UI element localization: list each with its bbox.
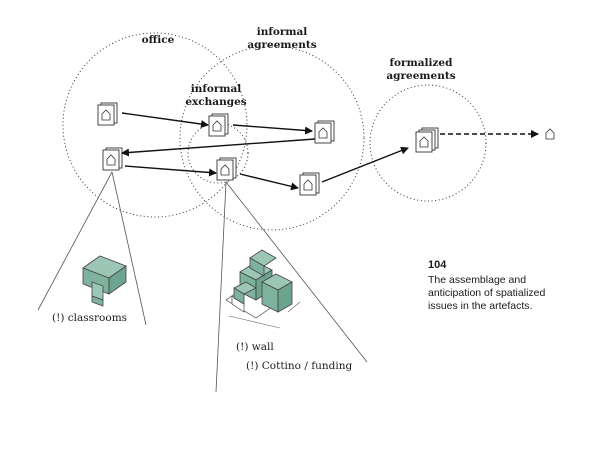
label-informal-agreements-line1: informal <box>257 26 308 38</box>
view-line-classrooms-left <box>37 171 113 311</box>
document-icon-office-top <box>98 103 117 125</box>
informal-agreements-circle <box>179 45 365 231</box>
figure-caption-line2: anticipation of spatialized <box>428 287 545 299</box>
document-icon-formalized <box>416 128 438 152</box>
arrow-agreement-back-to-office <box>121 138 316 157</box>
document-icon-agreement-top <box>315 121 334 143</box>
figure-caption-line1: The assemblage and <box>428 274 526 286</box>
office-circle <box>62 32 248 218</box>
view-line-wall-left <box>215 181 227 393</box>
label-informal-exchanges-line2: exchanges <box>185 96 246 108</box>
wall-site-drawing <box>225 249 301 329</box>
label-wall: (!) wall <box>236 341 274 353</box>
label-classrooms: (!) classrooms <box>52 312 127 324</box>
label-office: office <box>142 34 175 46</box>
figure-caption-line3: issues in the artefacts. <box>428 300 532 312</box>
view-line-wall-right <box>225 181 368 363</box>
arrow-exchange-to-agreement-top <box>232 124 313 135</box>
document-icon-exchange-top <box>209 114 228 136</box>
arrow-agreement-to-formalized <box>321 146 409 183</box>
formalized-agreements-circle <box>369 84 487 202</box>
document-icon-exchange-bottom <box>217 158 236 180</box>
arrow-office-to-exchange-bottom <box>124 165 217 177</box>
view-line-classrooms-right <box>111 171 147 326</box>
house-icon-outcome <box>545 128 555 140</box>
document-icon-agreement-bottom <box>300 173 319 195</box>
label-formalized-agreements-line1: formalized <box>390 57 454 69</box>
label-cottino-funding: (!) Cottino / funding <box>246 360 352 372</box>
classrooms-building-drawing <box>82 255 127 307</box>
arrow-office-to-exchange-top <box>121 112 209 128</box>
label-formalized-agreements-line2: agreements <box>386 70 455 82</box>
label-informal-agreements-line2: agreements <box>247 39 316 51</box>
figure-number: 104 <box>428 259 447 271</box>
label-informal-exchanges-line1: informal <box>191 83 242 95</box>
arrow-exchange-to-agreement-bottom <box>239 173 299 191</box>
document-icon-office-bottom <box>103 148 122 170</box>
